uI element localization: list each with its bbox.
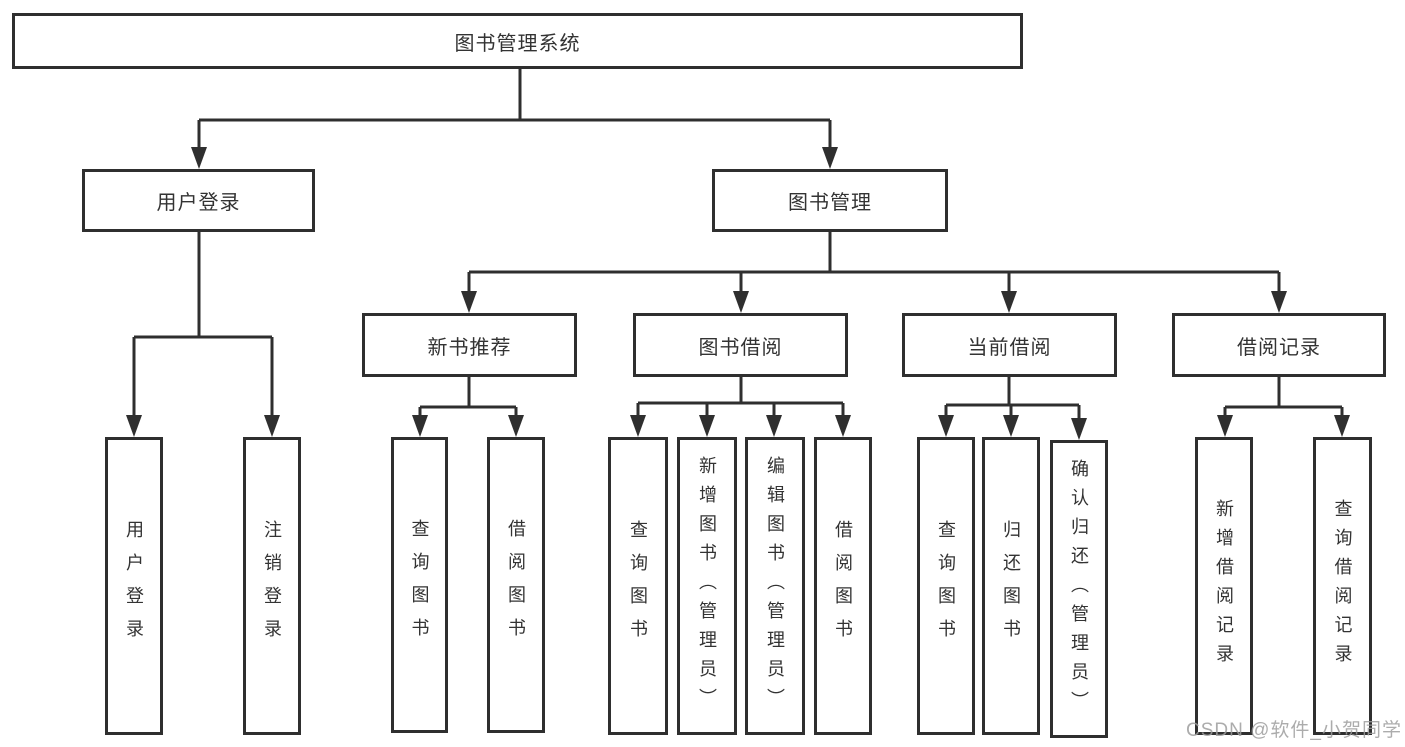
leaf-query-books-recommendation: 查询图书 xyxy=(391,437,448,733)
leaf-query-books-borrowing: 查询图书 xyxy=(608,437,668,735)
leaf-return-books: 归还图书 xyxy=(982,437,1040,735)
node-library-management-system: 图书管理系统 xyxy=(12,13,1023,69)
leaf-borrow-books-label: 借阅图书 xyxy=(833,520,853,652)
connector-paths xyxy=(132,69,1344,424)
leaf-edit-books-admin-label: 编辑图书（管理员） xyxy=(765,455,785,717)
leaf-query-borrow-record: 查询借阅记录 xyxy=(1313,437,1372,735)
leaf-borrow-books-recommendation: 借阅图书 xyxy=(487,437,545,733)
leaf-query-borrow-record-label: 查询借阅记录 xyxy=(1332,499,1353,673)
node-current-borrowing: 当前借阅 xyxy=(902,313,1117,377)
leaf-borrow-books: 借阅图书 xyxy=(814,437,872,735)
node-borrowing-records: 借阅记录 xyxy=(1172,313,1386,377)
node-user-login: 用户登录 xyxy=(82,169,315,232)
leaf-user-login-label: 用户登录 xyxy=(124,520,144,652)
leaf-add-books-admin-label: 新增图书（管理员） xyxy=(697,455,717,717)
leaf-confirm-return-admin-label: 确认归还（管理员） xyxy=(1069,458,1089,720)
leaf-query-books-current-label: 查询图书 xyxy=(936,520,956,652)
leaf-query-books-current: 查询图书 xyxy=(917,437,975,735)
leaf-add-borrow-record: 新增借阅记录 xyxy=(1195,437,1253,735)
leaf-add-books-admin: 新增图书（管理员） xyxy=(677,437,737,735)
leaf-add-borrow-record-label: 新增借阅记录 xyxy=(1214,499,1234,673)
node-new-book-recommendation: 新书推荐 xyxy=(362,313,577,377)
leaf-query-books-recommendation-label: 查询图书 xyxy=(409,519,430,651)
leaf-return-books-label: 归还图书 xyxy=(1001,520,1021,652)
leaf-borrow-books-recommendation-label: 借阅图书 xyxy=(506,519,526,651)
node-book-borrowing: 图书借阅 xyxy=(633,313,848,377)
node-book-management: 图书管理 xyxy=(712,169,948,232)
leaf-confirm-return-admin: 确认归还（管理员） xyxy=(1050,440,1108,738)
leaf-edit-books-admin: 编辑图书（管理员） xyxy=(745,437,805,735)
leaf-logout-login: 注销登录 xyxy=(243,437,301,735)
leaf-user-login: 用户登录 xyxy=(105,437,163,735)
arrowheads xyxy=(126,147,1350,440)
leaf-query-books-borrowing-label: 查询图书 xyxy=(628,520,648,652)
csdn-watermark: CSDN @软件_小贺同学 xyxy=(1186,720,1402,741)
leaf-logout-login-label: 注销登录 xyxy=(262,520,282,652)
